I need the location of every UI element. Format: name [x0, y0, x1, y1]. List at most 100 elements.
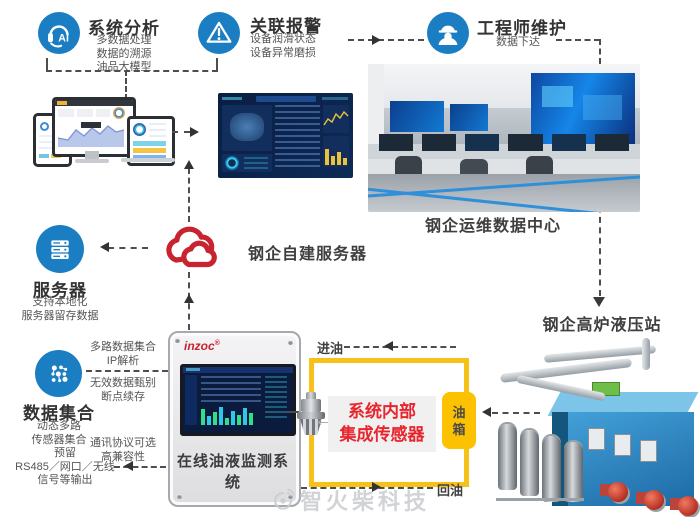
- station-control-box: [614, 434, 631, 456]
- arrow-left-icon: [482, 407, 491, 417]
- feature-alarm-line: 设备异常磨损: [250, 46, 316, 59]
- db-device-panel: [222, 105, 272, 151]
- screen-sidebar: [185, 375, 197, 425]
- warning-triangle-icon: [206, 21, 232, 43]
- data-hub-icon: [35, 350, 82, 397]
- sensor-note-line: 系统内部: [348, 402, 416, 421]
- mini-navbar: [55, 100, 133, 106]
- caption-hydraulic-station: 钢企高炉液压站: [542, 317, 662, 334]
- watermark-logo-icon: [274, 488, 295, 510]
- mini-area-chart: [58, 125, 124, 147]
- dashed-connector: [108, 247, 148, 249]
- mini-card: [58, 109, 74, 117]
- station-control-box: [640, 440, 657, 462]
- station-filter-cylinder: [520, 430, 539, 496]
- internal-sensor-note: 系统内部 集成传感器: [328, 396, 436, 452]
- control-room-photo: [368, 64, 640, 212]
- monitor-base: [75, 159, 109, 163]
- dashed-connector: [301, 487, 433, 489]
- data-hub-line: 传感器集合: [31, 433, 87, 446]
- mini-chip: [39, 154, 49, 158]
- screw: [175, 338, 180, 343]
- laptop-mockup: [127, 116, 175, 166]
- device-name: 在线油液监测系统: [176, 453, 289, 491]
- db-donut: [225, 156, 239, 170]
- mini-chip: [133, 141, 166, 146]
- sensor-ribs: [300, 419, 322, 435]
- note-reserved-line: 信号等输出: [37, 474, 93, 486]
- db-line-panel: [323, 105, 349, 133]
- arrow-right-icon: [372, 35, 381, 45]
- dashboard-screenshot: [218, 93, 353, 178]
- caption-data-center: 钢企运维数据中心: [424, 218, 561, 235]
- station-filter-cylinder: [564, 442, 583, 502]
- monitor-stand: [85, 151, 99, 159]
- ai-headset-icon: AI: [48, 25, 69, 48]
- station-filter-cylinder: [542, 436, 561, 502]
- laptop-base: [121, 158, 175, 162]
- arrow-right-icon: [372, 482, 381, 492]
- screen-header-strip: [186, 368, 200, 371]
- station-pipe: [642, 338, 650, 370]
- brand-reg-mark: ®: [214, 340, 220, 347]
- screw: [288, 494, 293, 499]
- station-pipe: [543, 345, 657, 363]
- photo-screen-widget: [582, 95, 623, 121]
- station-pump: [608, 482, 628, 502]
- engineer-icon: [427, 12, 469, 54]
- dashed-connector: [556, 39, 600, 41]
- arrow-up-icon: [184, 160, 194, 169]
- dashed-connector: [492, 412, 540, 414]
- screw: [177, 494, 182, 499]
- server-title: 服务器: [33, 281, 87, 300]
- ai-badge-text: AI: [58, 33, 69, 45]
- feature-engineer-line: 数据下达: [496, 36, 540, 48]
- device-screen: [180, 364, 296, 436]
- db-logo-strip: [222, 97, 242, 100]
- feature-alarm-line: 设备润滑状态: [250, 33, 316, 45]
- mini-donut: [113, 107, 125, 119]
- server-icon: [36, 225, 84, 273]
- mini-chip: [133, 148, 166, 153]
- feature-analysis-line: 多数据处理: [96, 34, 152, 46]
- alarm-icon: [198, 12, 240, 54]
- mini-rows: [149, 123, 166, 137]
- hydraulic-station-photo: [496, 332, 700, 517]
- dashed-connector: [46, 70, 218, 72]
- screen-table: [201, 376, 261, 402]
- device-brand-logo: inzoc®: [184, 339, 220, 353]
- dashed-connector: [287, 411, 299, 413]
- arrow-left-icon: [124, 461, 133, 471]
- watermark-text: 智火柴科技: [300, 489, 431, 514]
- dashed-connector: [348, 39, 424, 41]
- station-control-box: [588, 428, 605, 450]
- mini-chip: [133, 155, 166, 160]
- station-pump: [678, 496, 698, 516]
- note-multi-line: IP解析: [106, 354, 140, 367]
- note-multi-line: 多路数据集合: [90, 341, 156, 353]
- data-hub-title: 数据集合: [23, 404, 95, 423]
- dashed-connector: [188, 168, 190, 222]
- note-invalid-line: 断点续存: [101, 390, 145, 403]
- tank-char: 油: [452, 404, 466, 420]
- dashed-connector: [599, 196, 601, 296]
- dashed-connector: [599, 39, 601, 64]
- watermark: 智火柴科技: [270, 484, 430, 516]
- db-strip3: [224, 174, 344, 175]
- oil-in-label: 进油: [317, 341, 344, 356]
- feature-analysis-line: 数据的溯源: [96, 47, 152, 60]
- sensor-cap: [306, 392, 316, 399]
- note-reserved-line: 预留: [54, 447, 76, 459]
- note-invalid-line: 无效数据甄别: [90, 377, 156, 389]
- dashed-connector: [86, 370, 168, 372]
- red-cloud-logo-icon: [166, 226, 217, 268]
- mini-donut: [133, 123, 146, 136]
- tank-char: 箱: [452, 421, 466, 437]
- server-line: 支持本地化: [32, 296, 88, 308]
- sensor-body: [301, 399, 321, 412]
- db-sparkline: [323, 110, 349, 126]
- dashed-connector: [125, 70, 127, 100]
- db-donut-panel: [222, 154, 272, 172]
- dashed-connector: [344, 346, 456, 348]
- feature-engineer-title: 工程师维护: [477, 19, 567, 38]
